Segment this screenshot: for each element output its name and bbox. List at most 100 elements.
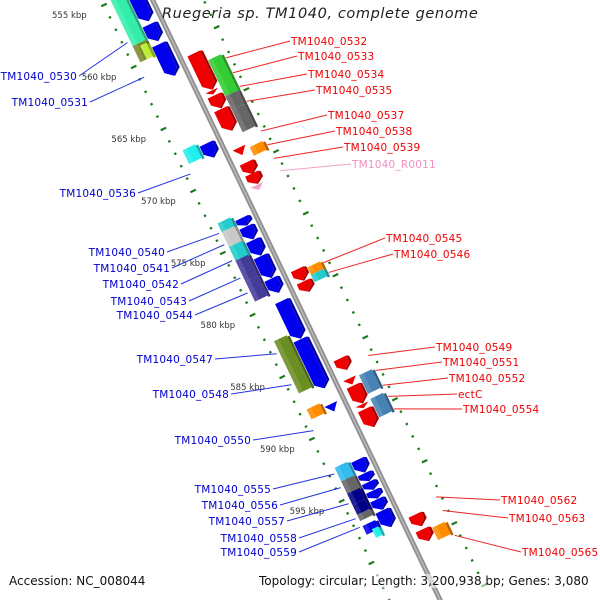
gene-label-tm1040_0557[interactable]: TM1040_0557 <box>208 516 285 528</box>
gene-label-tm1040_0559[interactable]: TM1040_0559 <box>220 547 297 559</box>
gene-label-tm1040_0549[interactable]: TM1040_0549 <box>435 342 512 354</box>
gene-label-tm1040_0534[interactable]: TM1040_0534 <box>307 69 384 81</box>
gene-feature[interactable] <box>334 461 357 483</box>
gene-feature[interactable] <box>351 456 372 476</box>
gene-feature[interactable] <box>239 223 260 243</box>
gene-label-tm1040_0538[interactable]: TM1040_0538 <box>335 126 412 138</box>
gene-feature[interactable] <box>250 181 265 193</box>
gene-feature[interactable] <box>370 495 390 513</box>
gene-feature[interactable] <box>205 87 219 98</box>
gene-feature[interactable] <box>408 511 429 530</box>
gene-feature[interactable] <box>249 140 270 157</box>
gene-feature[interactable] <box>140 42 156 61</box>
gene-feature[interactable] <box>341 474 363 495</box>
gene-feature[interactable] <box>225 89 248 111</box>
gene-feature[interactable] <box>432 521 454 542</box>
gene-feature[interactable] <box>290 265 312 284</box>
gene-feature[interactable] <box>352 498 373 516</box>
gene-label-ectc[interactable]: ectC <box>458 389 482 401</box>
gene-feature[interactable] <box>182 143 205 165</box>
gene-label-tm1040_0562[interactable]: TM1040_0562 <box>500 495 577 507</box>
gene-feature[interactable] <box>264 275 286 297</box>
gene-feature[interactable] <box>361 478 381 493</box>
gene-feature[interactable] <box>324 401 340 414</box>
gene-label-tm1040_0563[interactable]: TM1040_0563 <box>508 513 585 525</box>
gene-feature[interactable] <box>221 225 245 248</box>
gene-label-tm1040_0546[interactable]: TM1040_0546 <box>393 249 470 261</box>
gene-label-tm1040_0530[interactable]: TM1040_0530 <box>0 71 77 83</box>
gene-feature[interactable] <box>371 525 386 539</box>
gene-label-tm1040_0558[interactable]: TM1040_0558 <box>220 533 297 545</box>
gene-feature[interactable] <box>208 53 241 97</box>
gene-feature[interactable] <box>214 105 239 134</box>
minor-tick <box>322 248 326 252</box>
gene-label-tm1040_0535[interactable]: TM1040_0535 <box>315 85 392 97</box>
gene-feature[interactable] <box>310 268 331 284</box>
gene-label-tm1040_0540[interactable]: TM1040_0540 <box>88 247 165 259</box>
gene-label-tm1040_0537[interactable]: TM1040_0537 <box>327 110 404 122</box>
gene-feature[interactable] <box>357 469 377 484</box>
gene-feature[interactable] <box>235 254 262 284</box>
minor-tick <box>387 385 391 389</box>
gene-label-tm1040_0550[interactable]: TM1040_0550 <box>174 435 251 447</box>
minor-tick <box>197 201 201 205</box>
gene-feature[interactable] <box>245 170 265 188</box>
gene-feature[interactable] <box>231 103 259 134</box>
gene-label-tm1040_0542[interactable]: TM1040_0542 <box>102 279 179 291</box>
gene-feature[interactable] <box>275 297 308 342</box>
gene-label-tm1040_0531[interactable]: TM1040_0531 <box>11 97 88 109</box>
gene-feature[interactable] <box>274 334 315 395</box>
gene-feature[interactable] <box>307 260 327 276</box>
gene-label-tm1040_0547[interactable]: TM1040_0547 <box>136 354 213 366</box>
gene-feature[interactable] <box>199 140 222 162</box>
gene-feature[interactable] <box>293 335 332 391</box>
gene-feature[interactable] <box>207 92 229 112</box>
gene-feature[interactable] <box>253 252 279 281</box>
gene-feature[interactable] <box>346 382 371 407</box>
gene-feature[interactable] <box>235 214 254 229</box>
gene-feature[interactable] <box>245 275 271 303</box>
gene-label-tm1040_0543[interactable]: TM1040_0543 <box>110 296 187 308</box>
gene-feature[interactable] <box>239 158 261 177</box>
gene-feature[interactable] <box>306 402 327 420</box>
gene-feature[interactable] <box>357 508 376 523</box>
gene-feature[interactable] <box>333 354 355 373</box>
gene-feature[interactable] <box>114 0 156 25</box>
gene-feature[interactable] <box>245 236 268 259</box>
gene-label-tm1040_0556[interactable]: TM1040_0556 <box>201 500 278 512</box>
gene-feature[interactable] <box>365 487 385 502</box>
gene-feature[interactable] <box>359 368 384 395</box>
gene-feature[interactable] <box>217 216 238 233</box>
minor-tick <box>387 598 391 600</box>
gene-label-tm1040_0539[interactable]: TM1040_0539 <box>343 142 420 154</box>
gene-feature[interactable] <box>228 240 251 262</box>
gene-feature[interactable] <box>370 392 395 419</box>
gene-feature[interactable] <box>187 49 220 93</box>
gene-label-tm1040_0536[interactable]: TM1040_0536 <box>59 188 136 200</box>
gene-label-tm1040_0541[interactable]: TM1040_0541 <box>93 263 170 275</box>
gene-label-tm1040_0544[interactable]: TM1040_0544 <box>116 310 193 322</box>
gene-feature[interactable] <box>142 21 166 45</box>
gene-feature[interactable] <box>343 375 359 387</box>
gene-feature[interactable] <box>357 405 382 430</box>
gene-label-tm1040_0552[interactable]: TM1040_0552 <box>448 373 525 385</box>
gene-feature[interactable] <box>232 144 249 158</box>
gene-label-tm1040_0554[interactable]: TM1040_0554 <box>462 404 539 416</box>
gene-label-tm1040_0532[interactable]: TM1040_0532 <box>290 36 367 48</box>
gene-label-tm1040_0548[interactable]: TM1040_0548 <box>152 389 229 401</box>
gene-label-tm1040_r0011[interactable]: TM1040_R0011 <box>351 159 436 171</box>
gene-feature[interactable] <box>375 507 398 531</box>
gene-feature[interactable] <box>107 0 149 48</box>
gene-label-tm1040_0555[interactable]: TM1040_0555 <box>194 484 271 496</box>
gene-label-tm1040_0545[interactable]: TM1040_0545 <box>385 233 462 245</box>
label-leader-line <box>442 510 509 519</box>
gene-feature[interactable] <box>355 401 370 411</box>
gene-feature[interactable] <box>415 526 437 545</box>
gene-feature[interactable] <box>152 40 182 79</box>
gene-label-tm1040_0565[interactable]: TM1040_0565 <box>521 547 598 559</box>
gene-label-tm1040_0533[interactable]: TM1040_0533 <box>297 51 374 63</box>
gene-feature[interactable] <box>296 278 317 296</box>
gene-label-tm1040_0551[interactable]: TM1040_0551 <box>442 357 519 369</box>
gene-feature[interactable] <box>347 487 368 507</box>
